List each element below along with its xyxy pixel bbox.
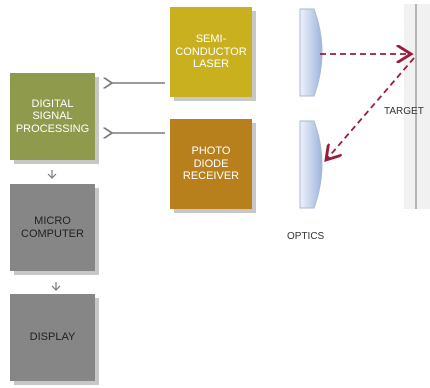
photodiode-receiver-block: PHOTO DIODE RECEIVER: [170, 119, 252, 209]
micro-to-display-arrow: [51, 282, 61, 291]
display-block: DISPLAY: [10, 294, 95, 381]
optics-lens-bottom: [299, 120, 323, 209]
reflected-beam-arrow: [326, 57, 415, 160]
semiconductor-laser-block: SEMI- CONDUCTOR LASER: [170, 7, 252, 97]
digital-signal-processing-block: DIGITAL SIGNAL PROCESSING: [10, 73, 95, 160]
optics-label: OPTICS: [287, 231, 325, 242]
microcomputer-block: MICRO COMPUTER: [10, 184, 95, 271]
dsp-to-micro-arrow: [47, 170, 57, 179]
optics-lens-top: [299, 8, 323, 97]
target-label: TARGET: [384, 106, 424, 117]
